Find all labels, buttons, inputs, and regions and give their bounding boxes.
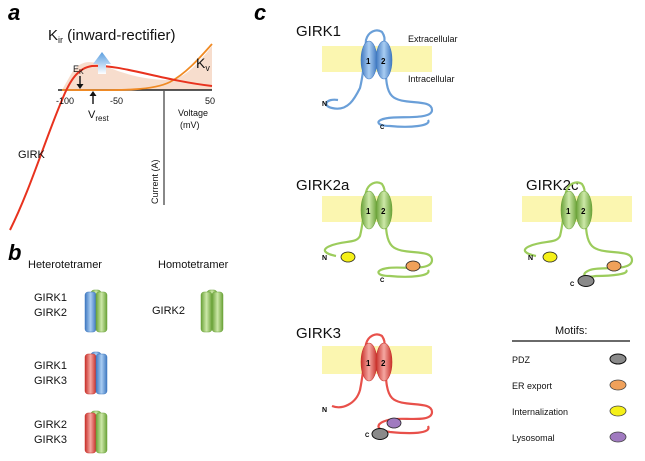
tick-minus-100: -100 [56, 96, 74, 106]
tetramer-girk2-homo [200, 289, 224, 333]
tm2-label: 2 [381, 207, 386, 216]
mv-label: (mV) [180, 120, 200, 130]
legend-swatch-pdz [609, 353, 627, 365]
pair1-label-a: GIRK1 [34, 292, 67, 304]
current-label: Current (A) [150, 159, 160, 204]
pair2-label-a: GIRK1 [34, 360, 67, 372]
pdz-motif [577, 275, 595, 287]
tm1-label: 1 [366, 57, 371, 66]
girk3-topology: GIRK3 1 2 N C [296, 325, 434, 440]
tm1-label: 1 [366, 207, 371, 216]
tm2-label: 2 [381, 359, 386, 368]
internalization-motif [542, 251, 558, 263]
n-terminus: N [322, 255, 327, 262]
tetramer-girk1-girk2 [84, 289, 108, 333]
ek-label: EK [73, 64, 84, 76]
tm2-label: 2 [581, 207, 586, 216]
c-terminus: C [380, 278, 385, 284]
legend-label-pdz: PDZ [512, 355, 531, 365]
tm1-label: 1 [566, 207, 571, 216]
pair3-label-a: GIRK2 [34, 419, 67, 431]
pair2-label-b: GIRK3 [34, 375, 67, 387]
tetramer-girk2-girk3 [84, 410, 108, 454]
panel-letter-c: c [254, 0, 266, 25]
c-terminus: C [380, 125, 385, 131]
up-arrow-icon [93, 52, 111, 74]
tick-minus-50: -50 [110, 96, 123, 106]
voltage-label: Voltage [178, 108, 208, 118]
girk1-title: GIRK1 [296, 23, 341, 40]
legend-label-lysosomal: Lysosomal [512, 433, 555, 443]
kv-curve [61, 43, 213, 92]
homotetramer-label: Homotetramer [158, 259, 229, 271]
kir-title: Kir (inward-rectifier) [48, 27, 176, 45]
girk1-topology: GIRK1 Extracellular Intracellular 1 2 N … [296, 23, 458, 131]
motifs-title: Motifs: [555, 325, 587, 337]
c-terminus: C [365, 433, 370, 439]
tm2-label: 2 [381, 57, 386, 66]
vrest-label: Vrest [88, 109, 109, 123]
kir-curve [9, 64, 213, 231]
pdz-motif [371, 428, 389, 440]
c-terminus: C [570, 282, 575, 288]
extracellular-label: Extracellular [408, 34, 458, 44]
tick-50: 50 [205, 96, 215, 106]
girk2c-topology: GIRK2c 1 2 N C [522, 177, 634, 288]
n-terminus: N [322, 101, 327, 108]
panel-letter-a: a [8, 0, 20, 25]
internalization-motif [340, 251, 356, 263]
legend-label-er-export: ER export [512, 381, 553, 391]
tetramer-girk1-girk3 [84, 351, 108, 395]
girk3-title: GIRK3 [296, 325, 341, 342]
motif-legend: Motifs: PDZ ER export Internalization Ly… [512, 325, 630, 443]
girk2a-topology: GIRK2a 1 2 N C [296, 177, 434, 284]
legend-swatch-lysosomal [609, 431, 627, 443]
girk-label: GIRK [18, 149, 46, 161]
legend-swatch-er-export [609, 379, 627, 391]
pair3-label-b: GIRK3 [34, 434, 67, 446]
kv-label: Kv [196, 55, 210, 73]
vrest-marker-head [89, 91, 97, 96]
pair1-label-b: GIRK2 [34, 307, 67, 319]
n-terminus: N [528, 255, 533, 262]
panel-c: c GIRK1 Extracellular Intracellular 1 2 … [254, 0, 634, 443]
kv-shaded-area [62, 46, 212, 90]
panel-a: a Kir (inward-rectifier) EK Vrest [8, 0, 215, 231]
tm1-label: 1 [366, 359, 371, 368]
n-terminus: N [322, 407, 327, 414]
er-export-motif [405, 260, 421, 272]
panel-letter-b: b [8, 240, 21, 265]
ek-marker-head [76, 84, 84, 89]
legend-swatch-internalization [609, 405, 627, 417]
panel-b: b Heterotetramer Homotetramer GIRK1 GIRK… [8, 240, 229, 454]
lysosomal-motif [386, 417, 402, 429]
girk2a-title: GIRK2a [296, 177, 350, 194]
legend-label-internalization: Internalization [512, 407, 568, 417]
heterotetramer-label: Heterotetramer [28, 259, 102, 271]
homo-label: GIRK2 [152, 305, 185, 317]
intracellular-label: Intracellular [408, 74, 455, 84]
er-export-motif [606, 260, 622, 272]
